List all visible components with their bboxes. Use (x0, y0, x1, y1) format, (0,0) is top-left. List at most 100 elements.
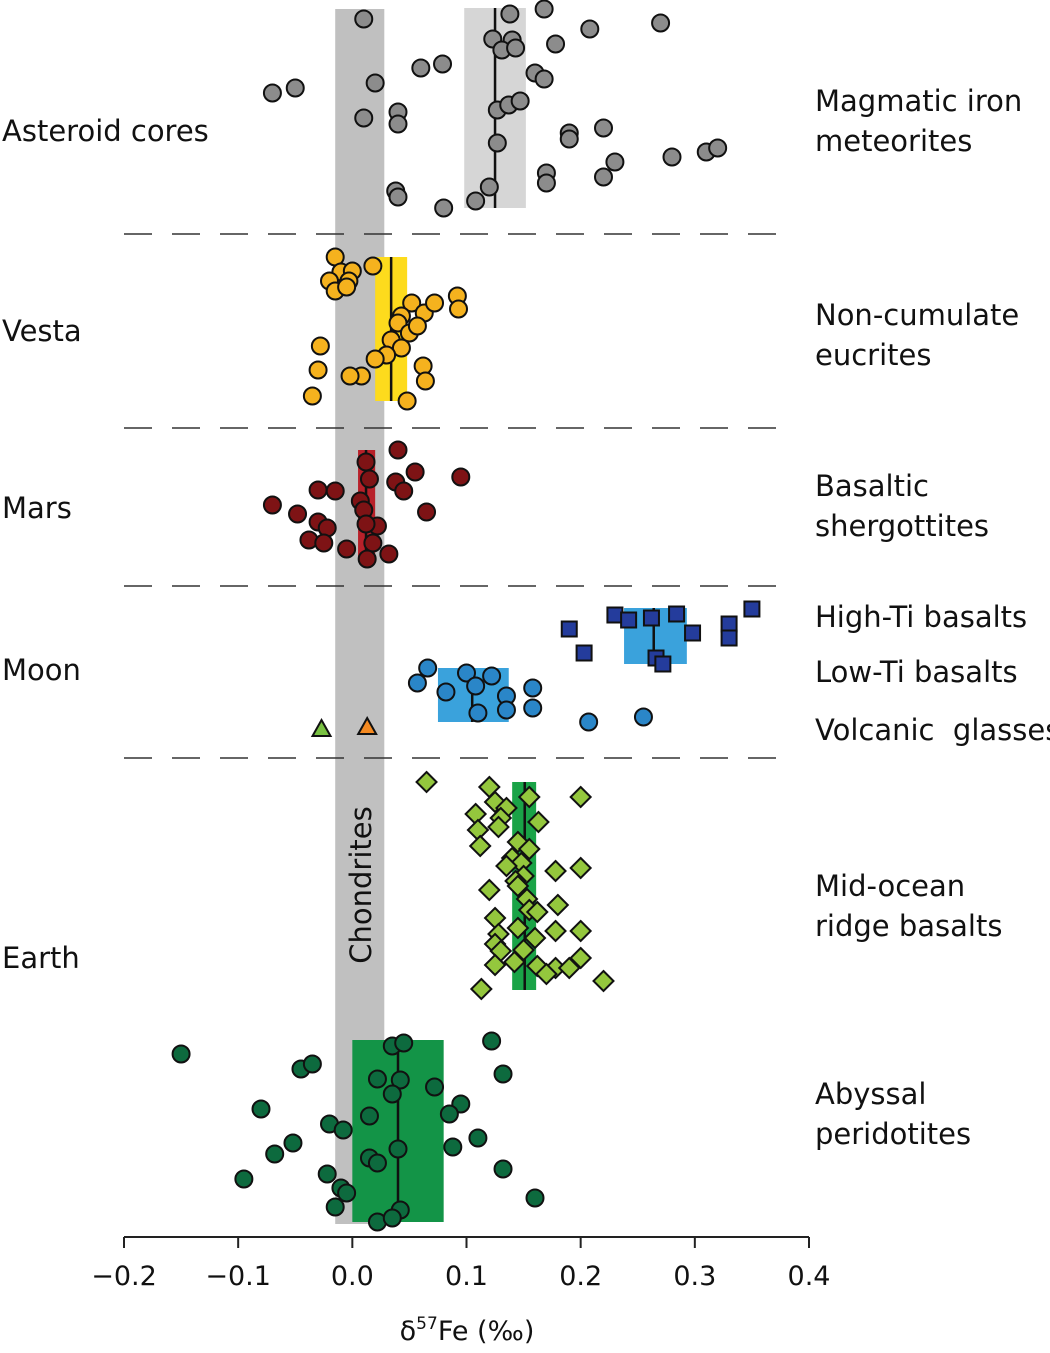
x-tick-label: 0.2 (559, 1261, 602, 1292)
data-point (523, 678, 543, 698)
data-point (310, 336, 330, 356)
series-label: Magmatic iron (815, 84, 1022, 118)
data-point (594, 118, 613, 138)
data-point (668, 605, 686, 623)
data-point (439, 1104, 459, 1124)
data-point (517, 837, 541, 861)
data-point (495, 854, 518, 878)
data-point (468, 703, 488, 723)
data-point (642, 609, 660, 627)
data-point (482, 1031, 502, 1051)
data-point (314, 533, 334, 553)
data-point (496, 700, 516, 720)
data-point (411, 58, 431, 78)
data-point (357, 549, 377, 569)
series-label: peridotites (815, 1117, 971, 1151)
data-point (506, 874, 530, 898)
data-point (388, 187, 408, 207)
data-point (503, 950, 526, 974)
group-separators (124, 233, 795, 759)
data-point (367, 1069, 387, 1089)
data-point (285, 78, 305, 98)
x-tick-label: 0.3 (673, 1261, 716, 1292)
data-point (569, 856, 593, 880)
data-point (743, 600, 761, 618)
data-point (560, 620, 578, 638)
data-point (367, 1153, 387, 1173)
data-point (337, 539, 357, 559)
series-label: High-Ti basalts (815, 600, 1027, 634)
data-point (506, 38, 526, 58)
data-point (451, 467, 471, 487)
data-point (525, 1188, 545, 1208)
data-point (407, 316, 427, 336)
series-label: meteorites (815, 124, 972, 158)
data-point (479, 177, 499, 197)
data-point (337, 277, 357, 297)
data-point (382, 1208, 402, 1228)
data-point (394, 481, 414, 501)
data-point (310, 717, 333, 737)
chart-labels: Asteroid cores Vesta Mars Moon Earth Mag… (2, 84, 1050, 1347)
series-label: Basaltic (815, 469, 929, 503)
data-point (234, 1169, 254, 1189)
series-label: Mid-ocean (815, 869, 965, 903)
data-point (365, 349, 385, 369)
data-point (325, 481, 345, 501)
data-point (557, 956, 581, 980)
data-point (536, 173, 556, 193)
group-label: Mars (2, 491, 72, 525)
data-point (523, 926, 547, 950)
data-point (325, 1197, 345, 1217)
data-point (487, 133, 507, 153)
data-point (302, 1054, 322, 1074)
data-point (620, 611, 638, 629)
data-point (394, 1033, 414, 1053)
data-point (527, 810, 550, 834)
data-point (354, 9, 374, 29)
data-point (288, 504, 308, 524)
data-point (483, 953, 507, 977)
series-label: shergottites (815, 509, 989, 543)
x-tick-label: −0.2 (91, 1261, 157, 1292)
data-point (425, 293, 445, 313)
series-label: eucrites (815, 338, 931, 372)
data-point (302, 386, 322, 406)
data-point (262, 83, 282, 103)
data-point (546, 34, 566, 54)
x-tick-label: 0.0 (331, 1261, 374, 1292)
data-point (469, 977, 493, 1001)
data-point (388, 440, 408, 460)
data-point (708, 138, 728, 158)
data-point (654, 655, 672, 673)
reference-band (335, 9, 385, 1224)
data-point (340, 366, 360, 386)
data-point (359, 469, 379, 489)
data-point (493, 1064, 513, 1084)
data-point (483, 906, 507, 930)
data-point (434, 198, 454, 218)
data-point (356, 715, 378, 735)
group-label: Vesta (2, 314, 82, 348)
data-point (388, 114, 408, 134)
data-point (262, 495, 282, 515)
data-point (415, 371, 435, 391)
data-point (468, 834, 492, 858)
data-point (580, 19, 600, 39)
data-point (379, 544, 399, 564)
data-point (251, 1099, 271, 1119)
data-point (308, 480, 328, 500)
data-point (443, 1137, 463, 1157)
data-point (525, 900, 549, 924)
data-point (684, 624, 702, 642)
x-axis-title: δ57Fe (‰) (400, 1314, 535, 1347)
data-point (356, 514, 376, 534)
chart-marks (171, 0, 761, 1232)
data-point (544, 919, 567, 943)
data-point (569, 946, 593, 970)
data-point (359, 1106, 379, 1126)
data-point (517, 785, 541, 809)
data-point (534, 69, 554, 89)
